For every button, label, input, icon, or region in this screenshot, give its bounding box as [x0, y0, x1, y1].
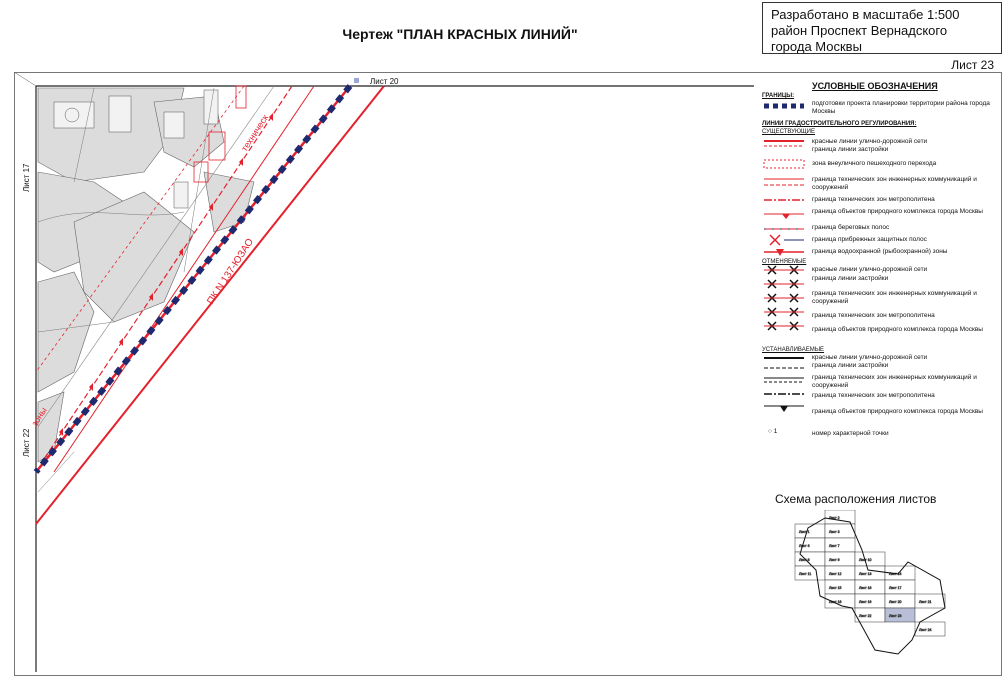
legend-existing-5: граница технических зон метрополитена — [812, 196, 935, 203]
scheme-cell-label: Лист 16 — [859, 586, 872, 590]
scheme-cell-label: Лист 1 — [799, 530, 810, 534]
neighbor-sheet-left-bottom: Лист 22 — [22, 428, 31, 457]
scheme-cell-label: Лист 20 — [889, 600, 902, 604]
scheme-cell-label: Лист 19 — [859, 600, 872, 604]
legend-existing-1: красные линии улично-дорожной сети — [812, 138, 928, 145]
legend-existing-6: граница объектов природного комплекса го… — [812, 208, 983, 215]
boundary-symbol — [764, 103, 804, 109]
scheme-cell-label: Лист 12 — [829, 572, 842, 576]
legend-established-3: граница технических зон инженерных комму… — [812, 374, 977, 389]
scheme-cell-label: Лист 15 — [829, 586, 842, 590]
sheet-layout-scheme: Лист 2 Лист 1 Лист 3 Лист 6 Лист 7 Лист 8 Лист… — [794, 510, 946, 655]
scheme-cell-label: Лист 22 — [859, 614, 872, 618]
scheme-cell-label: Лист 3 — [829, 530, 840, 534]
neighbor-sheet-top: Лист 20 — [370, 77, 399, 86]
point-symbol: ○ 1 — [768, 428, 778, 435]
nature-symbol — [764, 213, 804, 219]
legend-existing-9: граница водоохранной (рыбоохранной) зоны — [812, 248, 948, 255]
scheme-cell-label: Лист 6 — [799, 544, 810, 548]
scheme-cell-label: Лист 8 — [799, 558, 810, 562]
neighbor-sheet-left-top: Лист 17 — [22, 163, 31, 192]
legend-boundary-item: подготовки проекта планировки территории… — [812, 100, 990, 115]
urban-blocks — [37, 87, 255, 463]
scheme-cell-label: Лист 18 — [829, 600, 842, 604]
scheme-cell-label: Лист 24 — [919, 628, 932, 632]
legend-established-2: граница линии застройки — [812, 362, 889, 369]
sheet-number: Лист 23 — [951, 58, 994, 72]
legend-title: УСЛОВНЫЕ ОБОЗНАЧЕНИЯ — [812, 81, 938, 91]
building-outlines — [53, 89, 219, 209]
tech-zone-lines — [35, 85, 315, 473]
legend-cancelled-5: граница объектов природного комплекса го… — [812, 326, 983, 333]
scheme-cell-label: Лист 13 — [859, 572, 872, 576]
scheme-cell-label: Лист 11 — [799, 572, 811, 576]
legend-cancelled-4: граница технических зон метрополитена — [812, 312, 935, 319]
drawing-frame — [14, 72, 1002, 676]
existing-red-line-symbol — [764, 140, 804, 147]
legend-existing-heading: СУЩЕСТВУЮЩИЕ — [762, 129, 815, 135]
metro-zone-symbol — [764, 199, 804, 201]
scheme-cell-label: Лист 2 — [829, 516, 840, 520]
drawing-title: Чертеж "ПЛАН КРАСНЫХ ЛИНИЙ" — [342, 26, 578, 42]
scheme-cell — [914, 621, 946, 637]
scheme-cell-label: Лист 9 — [829, 558, 840, 562]
cancelled-symbols — [764, 265, 804, 331]
pk-label: ПК N 137-ЮЗАО — [205, 237, 256, 307]
legend-existing-4: граница технических зон инженерных комму… — [812, 176, 977, 191]
legend-established-4: граница технических зон метрополитена — [812, 392, 935, 399]
tech-zone-label: техническ — [239, 113, 270, 153]
line-markers — [59, 113, 273, 436]
scheme-cell — [914, 593, 946, 609]
scheme-cell-label: Лист 23 — [889, 614, 902, 618]
scale-stamp: Разработано в масштабе 1:500 район Просп… — [762, 2, 1002, 54]
legend-boundaries-heading: ГРАНИЦЫ: — [762, 93, 795, 99]
legend-existing-3: зона внеуличного пешеходного перехода — [812, 160, 937, 167]
protection-strip-symbol — [769, 234, 804, 246]
legend-cancelled-heading: ОТМЕНЯЕМЫЕ — [762, 259, 807, 265]
established-symbols — [764, 357, 804, 412]
legend-lines-heading: ЛИНИИ ГРАДОСТРОИТЕЛЬНОГО РЕГУЛИРОВАНИЯ: — [762, 121, 917, 127]
scheme-cell-label: Лист 21 — [919, 600, 932, 604]
legend-existing-8: граница прибрежных защитных полос — [812, 236, 927, 243]
stamp-line-scale: Разработано в масштабе 1:500 — [771, 7, 960, 22]
scheme-cell-label: Лист 17 — [889, 586, 902, 590]
tech-zone-symbol — [764, 178, 804, 186]
legend-existing-2: граница линии застройки — [812, 146, 889, 153]
legend-point-item: номер характерной точки — [812, 430, 889, 437]
legend-cancelled-3: граница технических зон инженерных комму… — [812, 290, 977, 305]
map-canvas: Лист 20 Лист 17 Лист 22 ПК N 137-ЮЗАО те… — [14, 72, 754, 672]
legend-established-1: красные линии улично-дорожной сети — [812, 354, 928, 361]
red-line-outer — [35, 85, 385, 525]
scheme-cell — [884, 607, 916, 623]
legend-cancelled-2: граница линии застройки — [812, 275, 889, 282]
scheme-title: Схема расположения листов — [775, 492, 937, 506]
scheme-boundary — [799, 517, 946, 655]
scheme-cell-label: Лист 7 — [829, 544, 840, 548]
stamp-line-city: города Москвы — [771, 39, 862, 54]
shore-strip-symbol — [764, 228, 804, 230]
legend-existing-7: граница береговых полос — [812, 224, 890, 231]
legend-cancelled-1: красные линии улично-дорожной сети — [812, 266, 928, 273]
stamp-line-district: район Проспект Вернадского — [771, 23, 948, 38]
legend-established-5: граница объектов природного комплекса го… — [812, 408, 983, 415]
pedestrian-zone-symbol — [763, 159, 805, 169]
water-zone-symbol — [764, 249, 804, 256]
legend-established-heading: УСТАНАВЛИВАЕМЫЕ — [762, 347, 825, 353]
